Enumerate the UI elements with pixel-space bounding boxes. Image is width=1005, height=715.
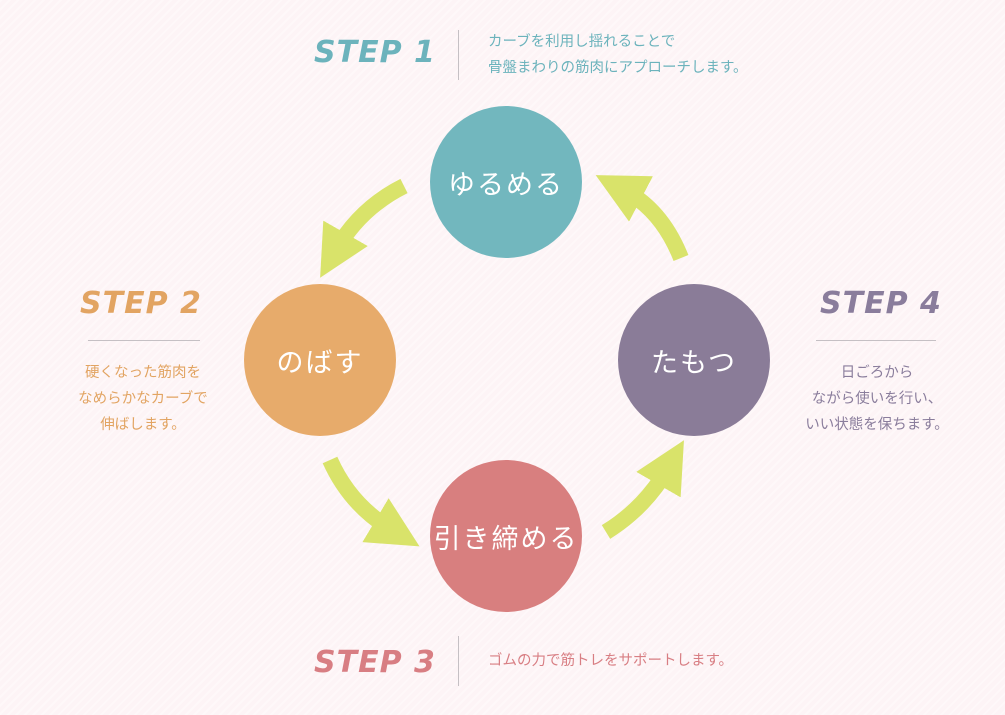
step4-divider [816, 340, 936, 341]
arrow-step2-to-step3 [322, 456, 420, 547]
step1-circle: ゆるめる [430, 106, 582, 258]
step1-heading: STEP 1 [314, 35, 436, 70]
step4-description-line: 日ごろから [840, 365, 914, 381]
step2-heading: STEP 2 [80, 286, 202, 321]
step4-description: 日ごろから ながら使いを行い、 いい状態を保ちます。 [782, 360, 972, 438]
step4-description-line: ながら使いを行い、 [811, 391, 943, 407]
step2-circle-label: のばす [276, 347, 364, 379]
step3-circle-label: 引き締める [433, 523, 579, 555]
arrow-step1-to-step2 [320, 178, 408, 278]
step2-description-line: 伸ばします。 [100, 417, 186, 433]
step3-divider [458, 636, 459, 686]
step4-heading: STEP 4 [820, 286, 942, 321]
step2-divider [88, 340, 200, 341]
step3-circle: 引き締める [430, 460, 582, 612]
step4-circle-label: たもつ [651, 347, 737, 379]
step2-description-line: なめらかなカーブで [78, 391, 208, 407]
step3-heading: STEP 3 [314, 645, 436, 680]
step2-description-line: 硬くなった筋肉を [85, 365, 201, 381]
step4-description-line: いい状態を保ちます。 [805, 417, 949, 433]
step1-description-line: カーブを利用し揺れることで [488, 34, 676, 50]
step1-description-line: 骨盤まわりの筋肉にアプローチします。 [488, 60, 748, 76]
arrow-step3-to-step4 [601, 440, 684, 539]
step4-circle: たもつ [618, 284, 770, 436]
step1-divider [458, 30, 459, 80]
step3-description-line: ゴムの力で筋トレをサポートします。 [488, 653, 734, 669]
step1-circle-label: ゆるめる [448, 169, 564, 201]
step3-description: ゴムの力で筋トレをサポートします。 [488, 648, 733, 674]
arrow-step4-to-step1 [595, 175, 689, 262]
step1-description: カーブを利用し揺れることで 骨盤まわりの筋肉にアプローチします。 [488, 29, 748, 81]
step2-circle: のばす [244, 284, 396, 436]
step2-description: 硬くなった筋肉を なめらかなカーブで 伸ばします。 [48, 360, 238, 438]
